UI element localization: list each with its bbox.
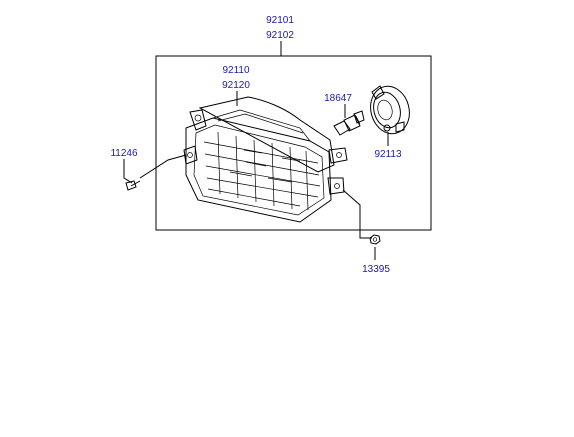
assembly-frame: [155, 55, 432, 231]
label-socket[interactable]: 92113: [374, 149, 402, 160]
label-assembly-2[interactable]: 92102: [266, 30, 294, 41]
label-lens-1[interactable]: 92110: [222, 65, 250, 76]
bulb-icon: [333, 110, 365, 136]
label-bulb[interactable]: 18647: [324, 93, 352, 104]
label-bolt[interactable]: 11246: [110, 148, 138, 159]
label-lens-2[interactable]: 92120: [222, 80, 250, 91]
socket-icon: [370, 85, 410, 135]
bolt-icon: [125, 180, 141, 191]
label-assembly-1[interactable]: 92101: [266, 15, 294, 26]
nut-icon: [369, 234, 381, 245]
label-nut[interactable]: 13395: [362, 264, 390, 275]
headlamp-housing: [183, 96, 348, 223]
leader-lines: [123, 41, 389, 260]
